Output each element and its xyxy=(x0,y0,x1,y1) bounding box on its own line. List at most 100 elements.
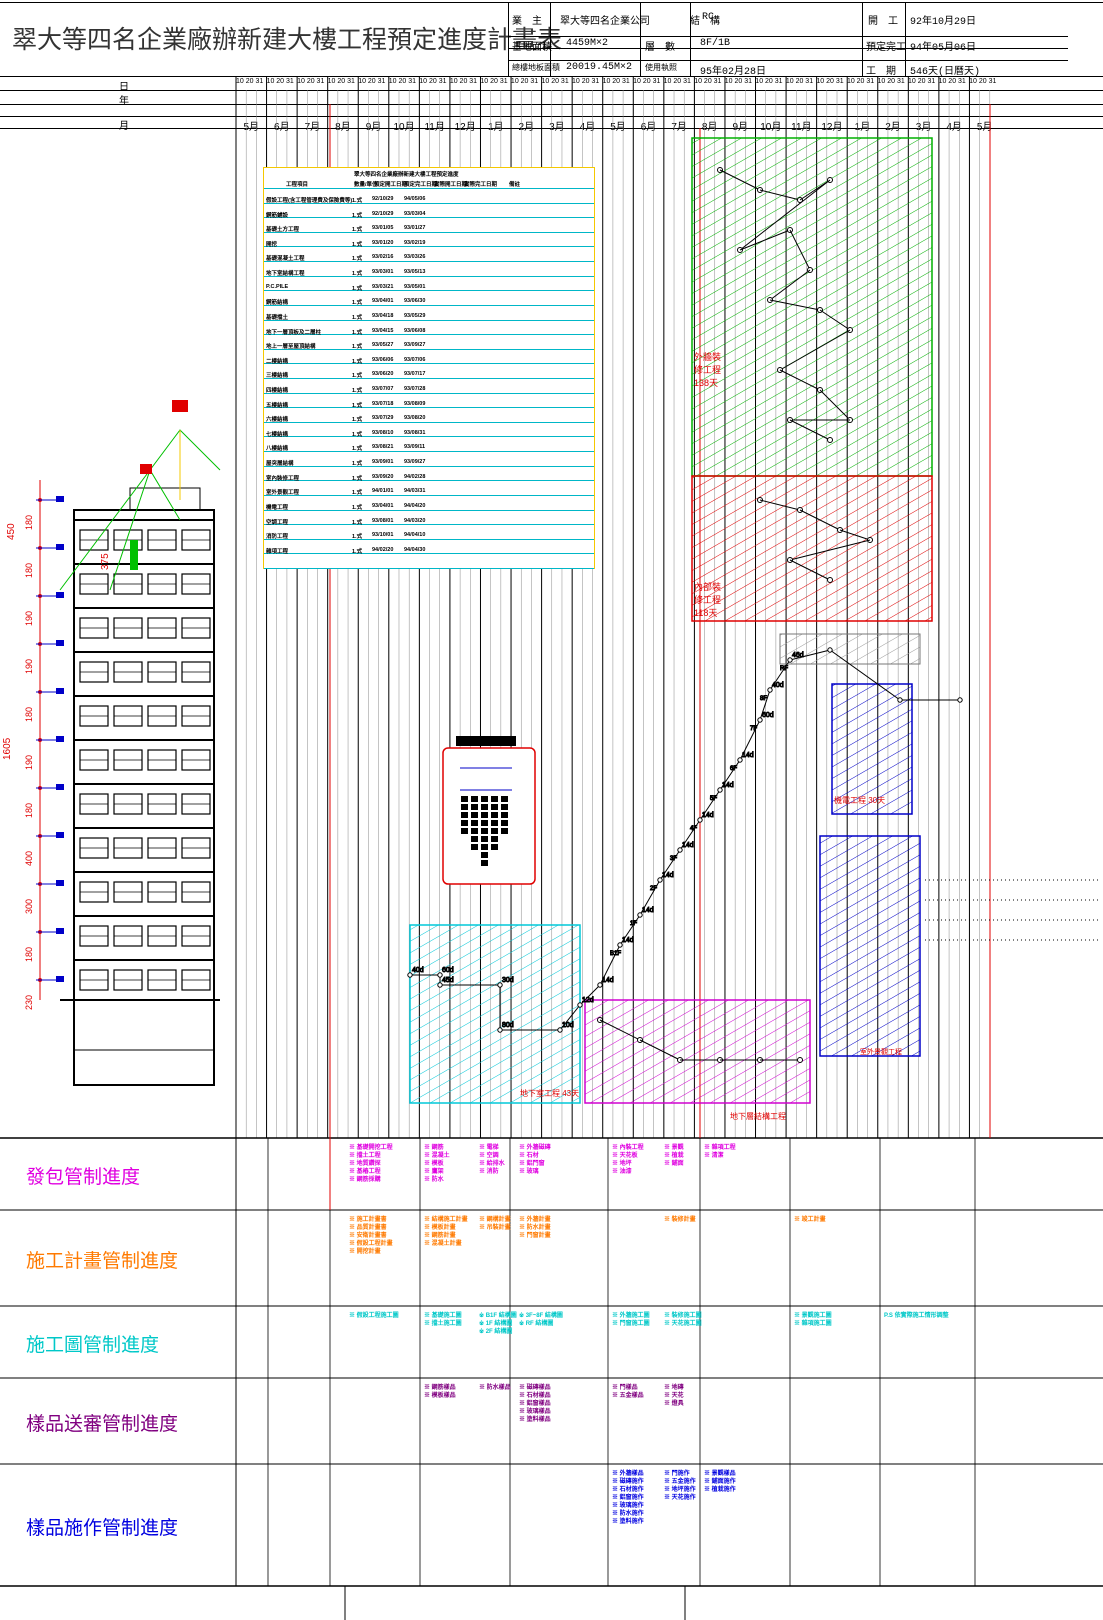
network-node xyxy=(798,1058,803,1063)
detail-cell xyxy=(471,844,478,850)
control-entry: ※ 假設工程施工圖 xyxy=(349,1312,399,1320)
milestone-label: 3F xyxy=(670,856,677,862)
floor-tag xyxy=(56,544,64,550)
legend-cell: 1.式 xyxy=(352,518,362,526)
control-entry: ※ 鋼構計畫 ※ 吊裝計畫 xyxy=(479,1216,511,1232)
floor-tag xyxy=(56,880,64,886)
floor-tag xyxy=(56,928,64,934)
legend-cell: 室內裝修工程 xyxy=(266,474,299,482)
duration-label: 40d xyxy=(772,682,784,689)
legend-cell: 93/04/18 xyxy=(372,313,393,319)
phase-box-gray xyxy=(780,634,920,664)
legend-cell: 1.式 xyxy=(352,474,362,482)
legend-cell: 1.式 xyxy=(352,532,362,540)
detail-cell xyxy=(501,812,508,818)
legend-cell: 93/07/06 xyxy=(404,357,425,363)
elevation-total: 1605 xyxy=(2,738,13,760)
legend-cell: 92/10/29 xyxy=(372,211,393,217)
duration-label: 12d xyxy=(582,997,594,1004)
legend-cell: 機電工程 xyxy=(266,503,288,511)
detail-cell xyxy=(481,828,488,834)
legend-cell: P.C.PILE xyxy=(266,284,288,290)
legend-cell: 室外景觀工程 xyxy=(266,488,299,496)
legend-cell: 93/05/27 xyxy=(372,342,393,348)
legend-cell: 93/03/04 xyxy=(404,211,425,217)
phase-label-interior: 內部裝修工程 118天 xyxy=(694,580,724,619)
legend-cell: 93/04/01 xyxy=(372,503,393,509)
detail-cell xyxy=(461,820,468,826)
legend-cell: 基礎擋土 xyxy=(266,313,288,321)
legend-header: 工程項目 xyxy=(286,180,308,188)
legend-header: 預定開工日期 xyxy=(374,180,407,188)
phase-label-landscape: 室外景觀工程 xyxy=(860,1047,902,1057)
legend-header: 備註 xyxy=(509,180,520,188)
phase-box-interior xyxy=(692,476,932,621)
legend-rule xyxy=(264,495,594,496)
duration-label: 14d xyxy=(662,872,674,879)
legend-cell: 地下一層頂板及二層柱 xyxy=(266,328,321,336)
legend-cell: 八樓結構 xyxy=(266,444,288,452)
legend-cell: 93/03/21 xyxy=(372,284,393,290)
detail-cell xyxy=(471,804,478,810)
legend-cell: 93/03/26 xyxy=(404,254,425,260)
duration-label: 45d xyxy=(442,977,454,984)
legend-cell: 93/09/11 xyxy=(404,444,425,450)
legend-cell: 94/03/20 xyxy=(404,518,425,524)
legend-rule xyxy=(264,553,594,554)
legend-cell: 1.式 xyxy=(352,254,362,262)
control-entry: ※ 防水樣品 xyxy=(479,1384,511,1392)
legend-rule xyxy=(264,539,594,540)
legend-cell: 屋突層結構 xyxy=(266,459,294,467)
phase-label-mep: 機電工程 30天 xyxy=(834,795,885,806)
legend-table: 翠大等四名企業廠辦新建大樓工程預定進度 工程項目數量/單位預定開工日期預定完工日… xyxy=(263,167,595,569)
floor-height-label: 300 xyxy=(24,899,34,914)
detail-cell xyxy=(491,812,498,818)
legend-cell: 94/05/06 xyxy=(404,196,425,202)
legend-cell: 94/03/31 xyxy=(404,488,425,494)
duration-label: 14d xyxy=(702,812,714,819)
floor-height-label: 400 xyxy=(24,851,34,866)
control-entry: ※ 外牆計畫 ※ 防水計畫 ※ 門窗計畫 xyxy=(519,1216,551,1240)
legend-title: 翠大等四名企業廠辦新建大樓工程預定進度 xyxy=(354,170,459,178)
duration-label: 80d xyxy=(502,1022,514,1029)
legend-cell: 93/08/10 xyxy=(372,430,393,436)
detail-cell xyxy=(491,804,498,810)
legend-cell: 93/08/20 xyxy=(404,415,425,421)
legend-cell: 基礎土方工程 xyxy=(266,225,299,233)
legend-rule xyxy=(264,217,594,218)
legend-cell: 1.式 xyxy=(352,430,362,438)
control-entry: ※ 裝修計畫 xyxy=(664,1216,696,1224)
legend-cell: 93/09/01 xyxy=(372,459,393,465)
control-row-label: 施工圖管制進度 xyxy=(26,1330,159,1357)
detail-cell xyxy=(501,804,508,810)
legend-cell: 93/02/19 xyxy=(404,240,425,246)
legend-cell: 七樓結構 xyxy=(266,430,288,438)
detail-cell xyxy=(481,836,488,842)
legend-cell: 1.式 xyxy=(352,225,362,233)
milestone-label: 8F xyxy=(760,696,767,702)
legend-cell: 1.式 xyxy=(352,240,362,248)
floor-tag xyxy=(56,688,64,694)
detail-cell xyxy=(501,820,508,826)
legend-cell: 93/05/01 xyxy=(404,284,425,290)
legend-rule xyxy=(264,232,594,233)
legend-rule xyxy=(264,422,594,423)
control-entry: ※ 裝修施工圖 ※ 天花施工圖 xyxy=(664,1312,702,1328)
control-entry: ※ 3F~8F 結構圖 ※ RF 結構圖 xyxy=(519,1312,563,1328)
detail-cell xyxy=(481,812,488,818)
phase-label-basement: 地下室工程 43天 xyxy=(520,1088,579,1099)
legend-rule xyxy=(264,363,594,364)
control-entry: ※ 鋼筋樣品 ※ 模板樣品 xyxy=(424,1384,456,1400)
duration-label: 46d xyxy=(792,652,804,659)
legend-cell: 1.式 xyxy=(352,488,362,496)
duration-label: 14d xyxy=(682,842,694,849)
floor-height-label: 180 xyxy=(24,515,34,530)
control-entry: ※ 基礎開挖工程 ※ 擋土工程 ※ 地質鑽探 ※ 基樁工程 ※ 鋼筋採購 xyxy=(349,1144,393,1184)
legend-cell: 二樓結構 xyxy=(266,357,288,365)
control-entry: ※ 內裝工程 ※ 天花板 ※ 地坪 ※ 油漆 xyxy=(612,1144,644,1176)
legend-cell: 1.式 xyxy=(352,313,362,321)
network-node xyxy=(828,578,833,583)
legend-cell: 四樓結構 xyxy=(266,386,288,394)
control-entry: ※ 外牆施工圖 ※ 門窗施工圖 xyxy=(612,1312,650,1328)
floor-height-label: 180 xyxy=(24,803,34,818)
